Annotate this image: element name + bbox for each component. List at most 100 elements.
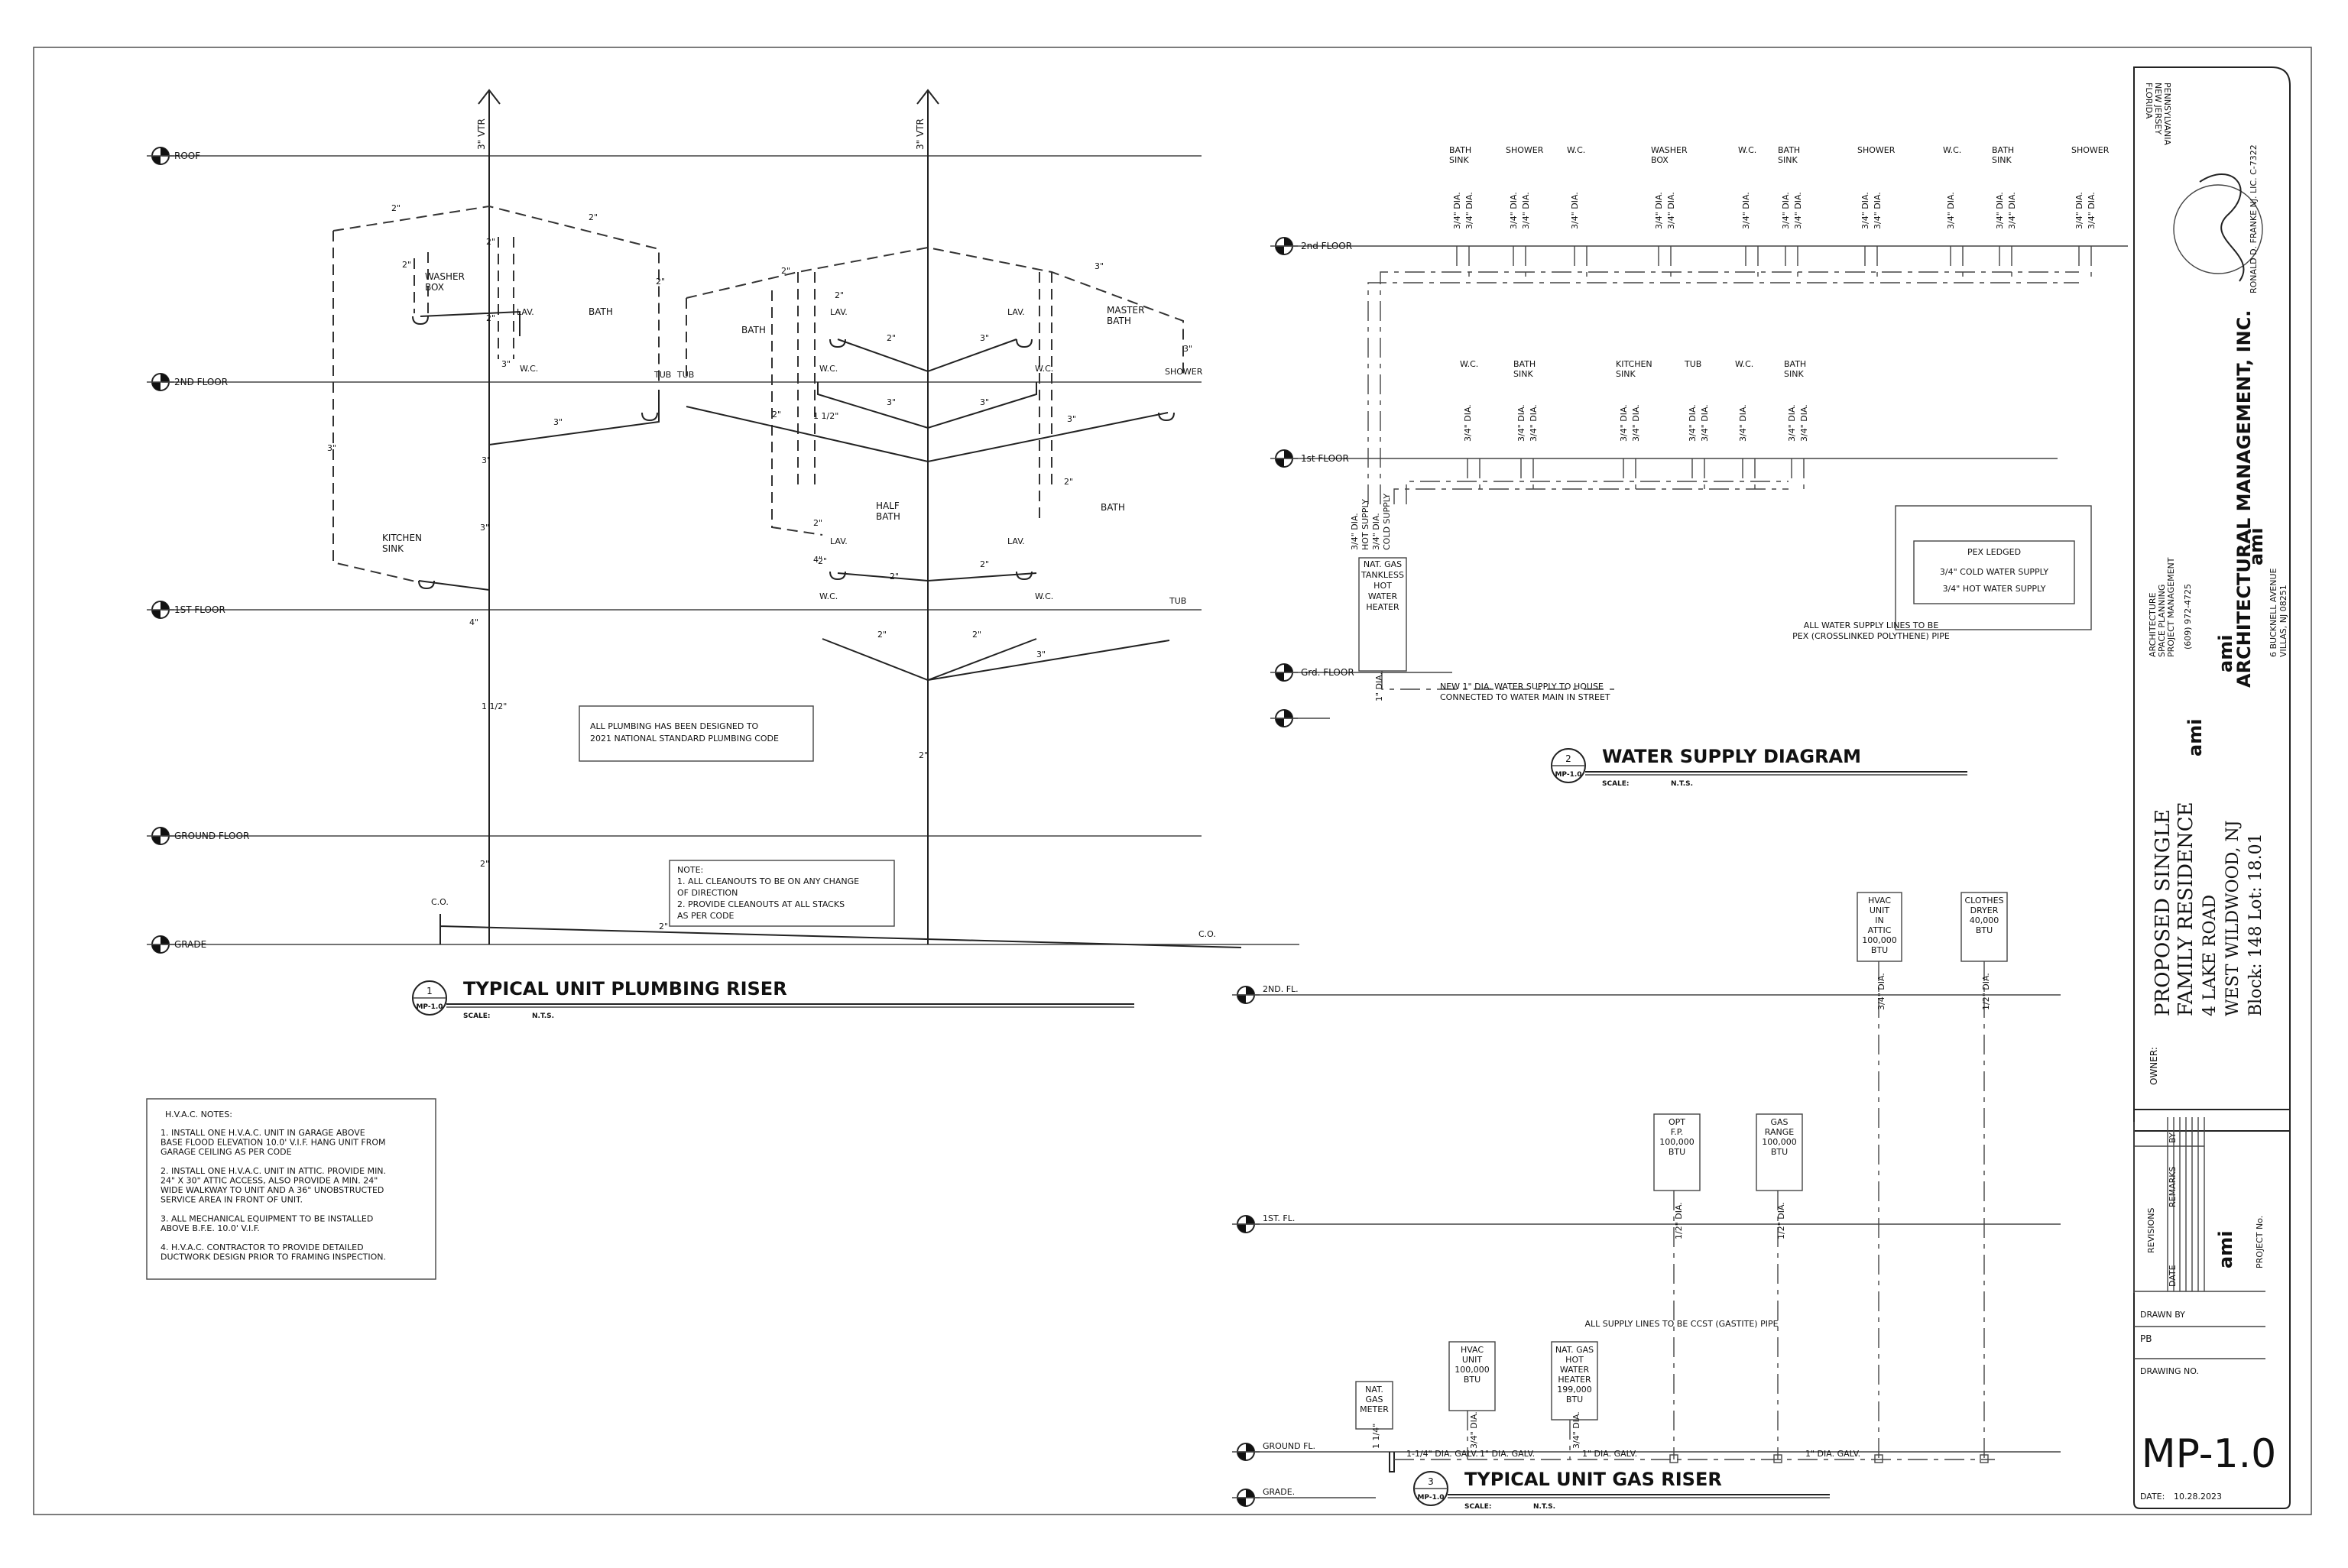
- pipe-size-label: 3/4" DIA.: [1570, 192, 1580, 229]
- pipe-size-label: 3/4" DIA.: [1873, 192, 1883, 229]
- gas-run-label: 1" DIA. GALV.: [1805, 1449, 1860, 1459]
- hvac-notes-box: [146, 1098, 436, 1280]
- valve-icon: [1874, 1454, 1883, 1463]
- room-label: BATH: [876, 511, 900, 522]
- appliance-label: 40,000: [1970, 915, 1999, 925]
- pipe-size-label: 3/4" DIA.: [1529, 404, 1539, 442]
- level-label: Grd. FLOOR: [1301, 667, 1354, 678]
- revision-col: BY: [2168, 1132, 2178, 1143]
- fixture-label: KITCHEN: [1616, 359, 1652, 369]
- room-label: BATH: [1107, 316, 1131, 326]
- fixture-label: TUB: [1169, 596, 1186, 606]
- cleanout-note-text: AS PER CODE: [677, 911, 735, 921]
- room-label: HALF: [876, 501, 900, 511]
- fixture-label: SINK: [1778, 155, 1798, 165]
- gas-size-label: 1/2" DIA.: [1981, 973, 1991, 1010]
- cleanout-note-text: 2. PROVIDE CLEANOUTS AT ALL STACKS: [677, 899, 845, 909]
- owner-label: OWNER:: [2149, 1047, 2159, 1085]
- appliance-label: BTU: [1976, 925, 1993, 935]
- pipe-size-label: 3/4" DIA.: [1860, 192, 1870, 229]
- pipe-size-label: 3/4" DIA.: [1799, 404, 1809, 442]
- fixture-label: W.C.: [1738, 145, 1756, 155]
- appliance-label: WATER: [1560, 1365, 1590, 1375]
- license-state: FLORIDA: [2144, 83, 2154, 119]
- date-label: DATE:: [2140, 1492, 2165, 1502]
- heater-label: HEATER: [1366, 602, 1399, 612]
- level-label: GROUND FLOOR: [174, 831, 249, 841]
- pipe-size-label: 2": [972, 630, 981, 640]
- appliance-label: 199,000: [1557, 1385, 1592, 1395]
- pipe-size-label: 3": [980, 333, 989, 343]
- gas-appliance-box: [1857, 892, 1902, 962]
- main-size-label: 1" DIA.: [1374, 672, 1384, 701]
- hvac-notes-title: H.V.A.C. NOTES:: [165, 1110, 232, 1119]
- pipe-size-label: 3": [553, 417, 563, 427]
- cleanout-note-text: 1. ALL CLEANOUTS TO BE ON ANY CHANGE: [677, 876, 859, 886]
- fixture-label: W.C.: [1035, 591, 1053, 601]
- scale-value: N.T.S.: [1671, 780, 1693, 788]
- fixture-label: BATH: [1992, 145, 2014, 155]
- pipe-size-label: 2": [890, 572, 899, 582]
- date-value: 10.28.2023: [2174, 1492, 2222, 1502]
- hvac-note-line: GARAGE CEILING AS PER CODE: [161, 1147, 292, 1157]
- pipe-size-label: 2": [813, 518, 822, 528]
- appliance-label: NAT.: [1365, 1385, 1383, 1395]
- engineer-license: RONALD D. FRANKE NJ. LIC. C-7322: [2249, 144, 2259, 293]
- tankless-heater-box: [1358, 557, 1407, 672]
- fixture-label: BATH: [1513, 359, 1536, 369]
- fixture-label: SHOWER: [1506, 145, 1544, 155]
- pipe-size-label: 3/4" DIA.: [1631, 404, 1641, 442]
- code-note-box: [579, 705, 814, 762]
- appliance-label: METER: [1360, 1404, 1389, 1414]
- detail-number: 3: [1428, 1476, 1434, 1487]
- firm-service: ARCHITECTURE: [2148, 592, 2158, 657]
- fixture-label: SINK: [1449, 155, 1469, 165]
- hvac-note-line: ABOVE B.F.E. 10.0' V.I.F.: [161, 1223, 260, 1233]
- fixture-label: LAV.: [517, 307, 534, 317]
- sheet-border: [33, 47, 2312, 1515]
- appliance-label: HVAC: [1461, 1345, 1484, 1355]
- project-no-label: PROJECT No.: [2255, 1216, 2265, 1268]
- room-label: BATH: [589, 306, 613, 317]
- cleanout-note-text: NOTE:: [677, 865, 703, 875]
- plumbing-riser-diagram: [147, 89, 1299, 954]
- level-markers: [1270, 237, 1298, 727]
- supply-label: 3/4" DIA.: [1371, 513, 1381, 550]
- supply-label: COLD SUPPLY: [1382, 494, 1392, 550]
- diagram-title: WATER SUPPLY DIAGRAM: [1602, 746, 1861, 767]
- firm-address: VILLAS, NJ 08251: [2278, 585, 2288, 657]
- valve-icon: [1980, 1454, 1989, 1463]
- fixture-label: WASHER: [1651, 145, 1688, 155]
- water-supply-diagram: [1270, 237, 2128, 727]
- pipe-size-label: 3/4" DIA.: [1463, 404, 1473, 442]
- fixture-label: W.C.: [1460, 359, 1478, 369]
- fixture-label: SHOWER: [2071, 145, 2110, 155]
- heater-label: TANKLESS: [1360, 570, 1404, 580]
- room-label: MASTER: [1107, 305, 1144, 316]
- pipe-size-label: 2": [818, 556, 827, 566]
- appliance-label: BTU: [1771, 1147, 1788, 1157]
- level-label: 2ND FLOOR: [174, 377, 228, 387]
- gas-appliance-box: [1653, 1113, 1701, 1191]
- firm-phone: (609) 972-4725: [2183, 584, 2193, 650]
- fixture-label: W.C.: [819, 364, 838, 374]
- pipe-size-label: 3": [887, 397, 896, 407]
- fixture-label: SINK: [1784, 369, 1804, 379]
- level-label: 2ND. FL.: [1263, 984, 1299, 994]
- legend-title: PEX LEDGED: [1967, 547, 2021, 557]
- level-label: GRADE: [174, 939, 206, 950]
- title-block-upper: [2133, 66, 2291, 1132]
- fixture-label: BATH: [1778, 145, 1800, 155]
- supply-label: HOT SUPPLY: [1360, 499, 1370, 550]
- level-label: ROOF: [174, 151, 200, 161]
- level-label: 1st FLOOR: [1301, 453, 1349, 464]
- pipe-size-label: 4": [469, 617, 478, 627]
- pipe-size-label: 3/4" DIA.: [1741, 192, 1751, 229]
- hvac-note-line: DUCTWORK DESIGN PRIOR TO FRAMING INSPECT…: [161, 1252, 386, 1262]
- fixture-label: TUB: [653, 370, 671, 380]
- drawing-number: MP-1.0: [2142, 1431, 2277, 1477]
- pipe-size-label: 3": [980, 397, 989, 407]
- pex-legend-box: [1913, 540, 2075, 604]
- hvac-note-line: 2. INSTALL ONE H.V.A.C. UNIT IN ATTIC. P…: [161, 1166, 386, 1176]
